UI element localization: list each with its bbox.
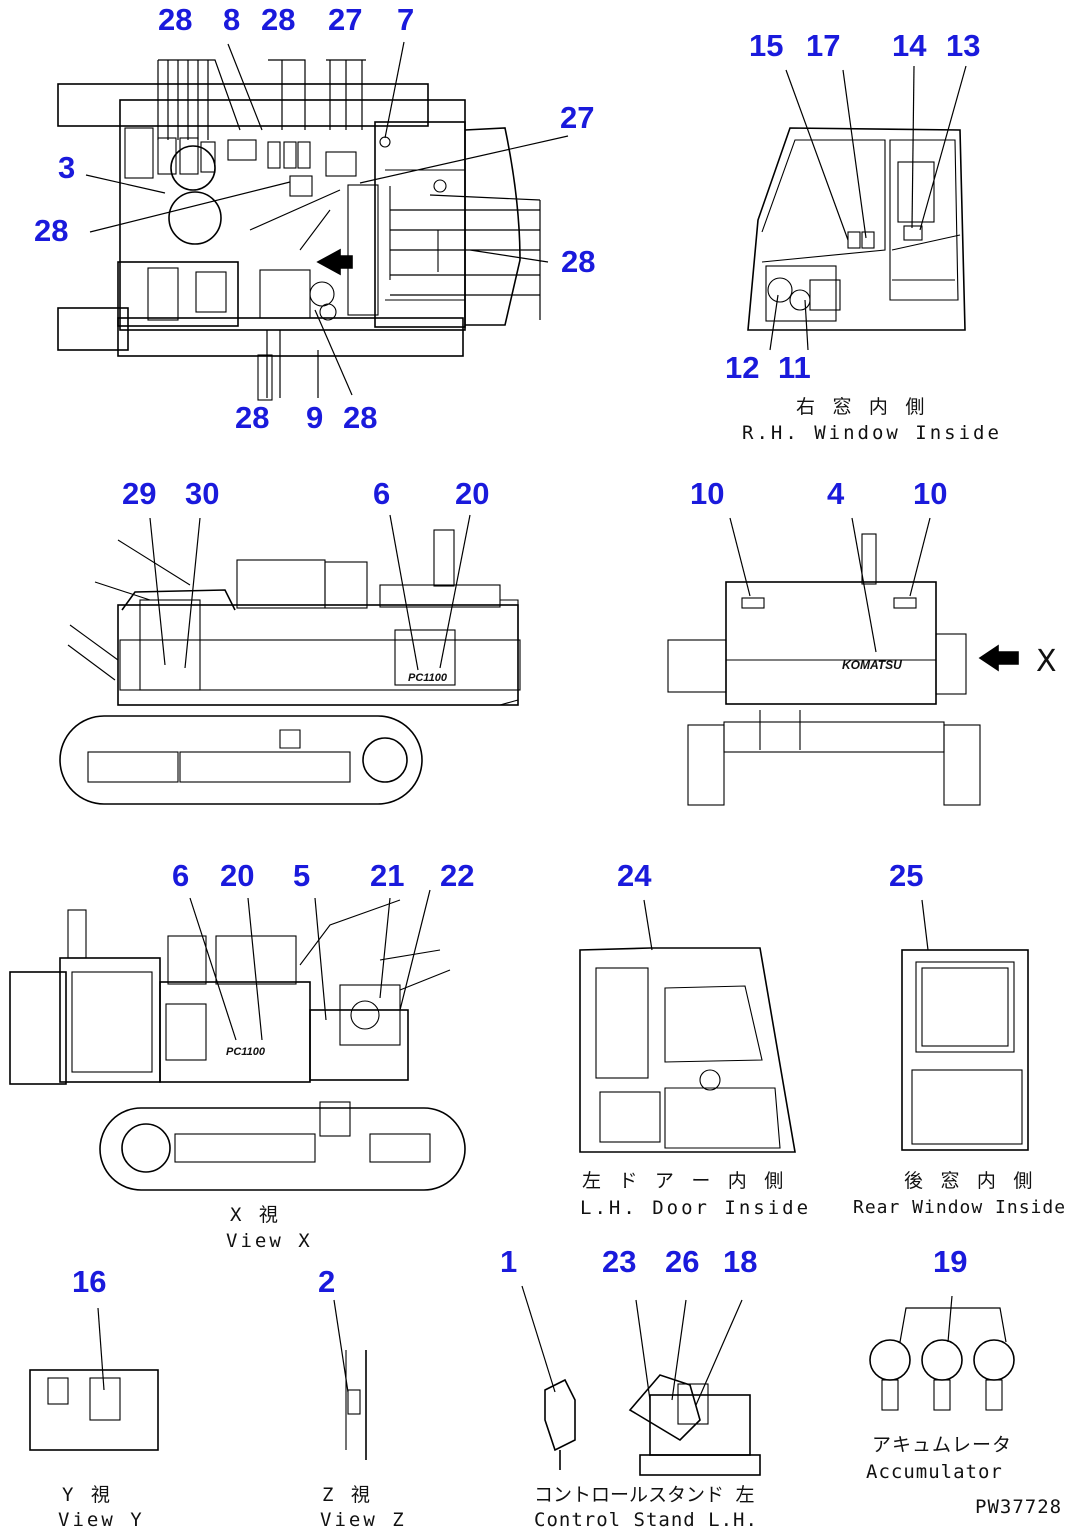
- callout-7: 7: [397, 2, 415, 37]
- callout-21: 21: [370, 858, 405, 893]
- caption-rh-window-jp: 右 窓 内 側: [796, 396, 928, 418]
- view-x-machine: [9, 889, 466, 1191]
- callout-20-viewx: 20: [220, 858, 255, 893]
- callout-8: 8: [223, 2, 241, 37]
- top-view-machine: [57, 83, 521, 357]
- callout-1: 1: [500, 1244, 518, 1279]
- callout-26: 26: [665, 1244, 700, 1279]
- callout-13: 13: [946, 28, 981, 63]
- caption-view-z-en: View Z: [320, 1509, 407, 1531]
- callout-19: 19: [933, 1244, 968, 1279]
- caption-lh-door-jp: 左 ド ア ー 内 側: [582, 1170, 787, 1192]
- top-view-leaders: [85, 41, 569, 401]
- caption-view-z-jp: Z 視: [322, 1484, 373, 1506]
- callout-28-bottom-right: 28: [343, 400, 378, 435]
- model-decal-viewx: PC1100: [226, 1046, 265, 1058]
- caption-accumulator-en: Accumulator: [866, 1461, 1003, 1483]
- callout-17: 17: [806, 28, 841, 63]
- caption-view-y-jp: Y 視: [62, 1484, 113, 1506]
- callout-6-side: 6: [373, 476, 391, 511]
- caption-control-stand-jp: コントロールスタンド 左: [534, 1484, 755, 1506]
- caption-control-stand-en: Control Stand L.H.: [534, 1509, 758, 1531]
- rh-window-view: [747, 65, 967, 351]
- callout-22: 22: [440, 858, 475, 893]
- callout-4: 4: [827, 476, 845, 511]
- caption-accumulator-jp: アキュムレータ: [872, 1434, 1013, 1456]
- caption-view-x-en: View X: [226, 1230, 313, 1252]
- brand-decal: KOMATSU: [842, 658, 902, 672]
- callout-30: 30: [185, 476, 220, 511]
- callout-10-right: 10: [913, 476, 948, 511]
- callout-6-viewx: 6: [172, 858, 190, 893]
- rear-window-view: [901, 899, 1029, 1151]
- accumulator-view: [869, 1295, 1015, 1411]
- callout-28-left: 28: [34, 213, 69, 248]
- callout-25: 25: [889, 858, 924, 893]
- callout-14: 14: [892, 28, 927, 63]
- callout-18: 18: [723, 1244, 758, 1279]
- caption-lh-door-en: L.H. Door Inside: [580, 1197, 812, 1219]
- callout-16: 16: [72, 1264, 107, 1299]
- caption-rear-window-en: Rear Window Inside: [853, 1197, 1067, 1218]
- drawing-code: PW37728: [975, 1496, 1063, 1518]
- callout-29: 29: [122, 476, 157, 511]
- callout-10-left: 10: [690, 476, 725, 511]
- callout-3: 3: [58, 150, 76, 185]
- callout-28-top-mid: 28: [261, 2, 296, 37]
- caption-view-x-jp: X 視: [230, 1204, 281, 1226]
- callout-20-side: 20: [455, 476, 490, 511]
- callout-27-top: 27: [328, 2, 363, 37]
- callout-11: 11: [778, 350, 811, 385]
- callout-15: 15: [749, 28, 784, 63]
- callout-23: 23: [602, 1244, 637, 1279]
- callout-9: 9: [306, 400, 324, 435]
- rear-view-machine: [667, 517, 1019, 806]
- model-decal-side: PC1100: [408, 672, 447, 684]
- callout-28-bottom-left: 28: [235, 400, 270, 435]
- callout-2: 2: [318, 1264, 336, 1299]
- side-view-machine: [59, 514, 521, 805]
- view-z-part: [333, 1299, 367, 1460]
- caption-view-y-en: View Y: [58, 1509, 145, 1531]
- callout-5: 5: [293, 858, 311, 893]
- arrow-x-label: X: [1036, 644, 1057, 679]
- callout-28-top-left: 28: [158, 2, 193, 37]
- lh-door-view: [579, 899, 796, 1153]
- caption-rear-window-jp: 後 窓 内 側: [904, 1170, 1036, 1192]
- callout-28-right: 28: [561, 244, 596, 279]
- control-stand-view: [521, 1285, 761, 1476]
- view-y-panel: [29, 1307, 159, 1451]
- callout-24: 24: [617, 858, 652, 893]
- caption-rh-window-en: R.H. Window Inside: [742, 422, 1002, 444]
- callout-27-right: 27: [560, 100, 595, 135]
- callout-12: 12: [725, 350, 760, 385]
